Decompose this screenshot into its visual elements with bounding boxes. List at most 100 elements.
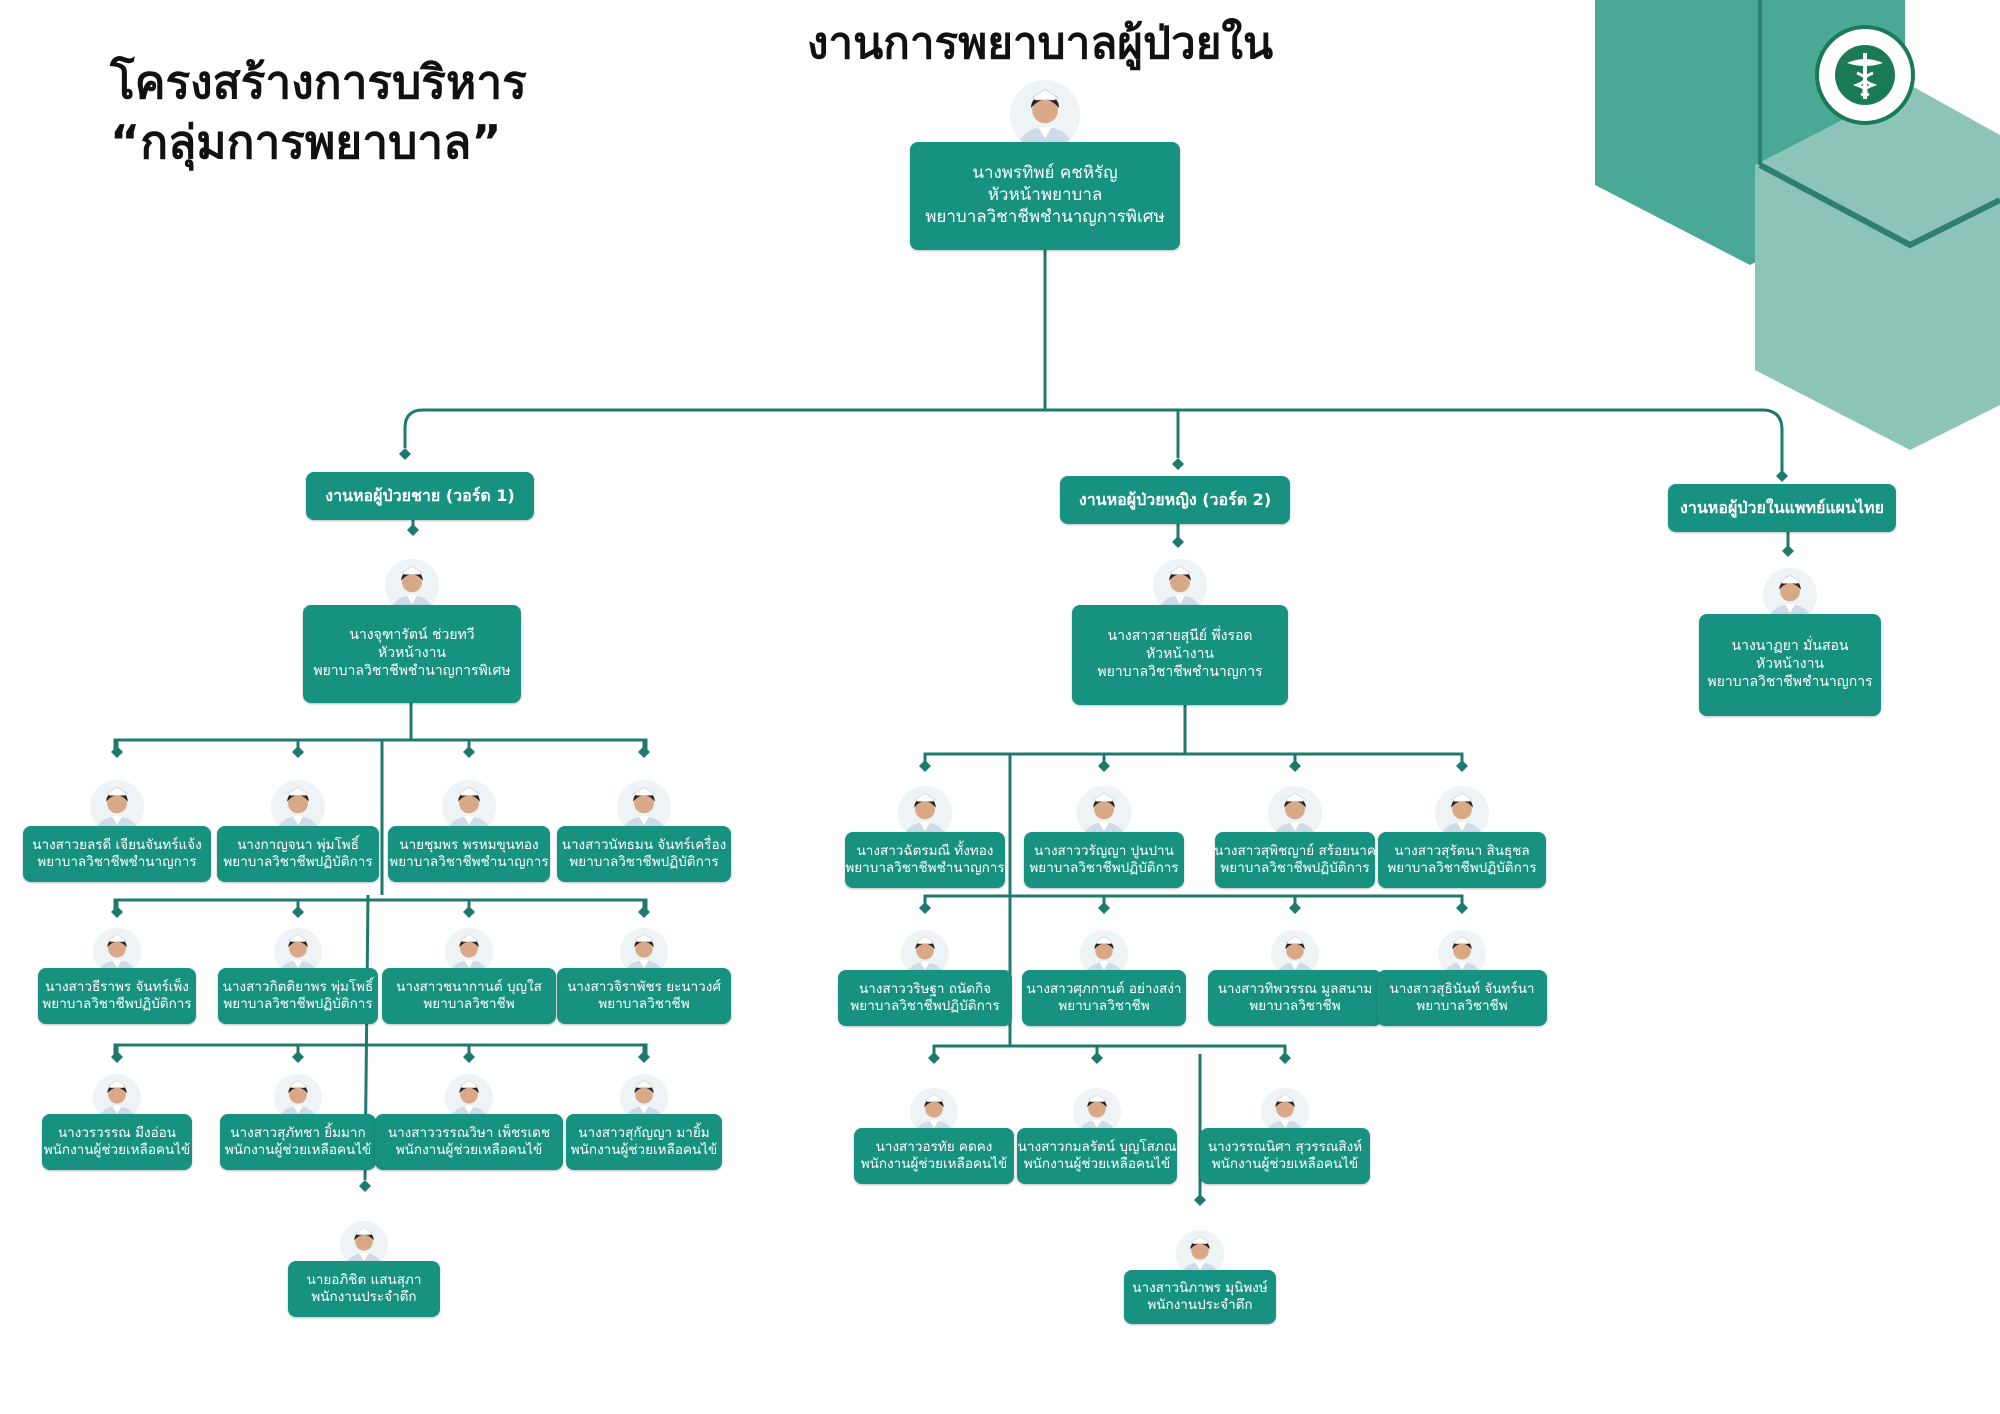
staff-position: พนักงานผู้ช่วยเหลือคนไข้: [1023, 1156, 1171, 1172]
name-box: นางสาววริษฐา ถนัดกิจพยาบาลวิชาชีพปฏิบัติ…: [838, 970, 1012, 1026]
connector-diamond: [1456, 902, 1468, 914]
staff-role: หัวหน้างาน: [1755, 656, 1825, 673]
connector-diamond: [1098, 760, 1110, 772]
side-title: โครงสร้างการบริหาร “กลุ่มการพยาบาล”: [110, 52, 527, 172]
connector-diamond: [919, 760, 931, 772]
connector-line: [113, 898, 648, 910]
page-title: งานการพยาบาลผู้ป่วยใน: [806, 18, 1274, 69]
ward-title: งานหอผู้ป่วยในแพทย์แผนไทย: [1668, 484, 1896, 532]
connector-diamond: [638, 906, 650, 918]
name-box: นางสาววรรณวิษา เพ็ชรเดชพนักงานผู้ช่วยเหล…: [375, 1114, 563, 1170]
person-icon: [617, 780, 671, 834]
connector-line: [923, 894, 1464, 906]
staff-position: พยาบาลวิชาชีพชำนาญการ: [389, 854, 549, 870]
connector-diamond: [1289, 760, 1301, 772]
name-box: นางจุฑารัตน์ ช่วยทวีหัวหน้างานพยาบาลวิชา…: [303, 605, 521, 703]
staff-name: นางสาวสุธินันท์ จันทร์นา: [1389, 980, 1535, 997]
staff-name: นางพรทิพย์ คชหิรัญ: [972, 163, 1118, 184]
staff-position: พยาบาลวิชาชีพชำนาญการพิเศษ: [313, 662, 511, 679]
name-box: นางสาวฉัตรมณี ทั้งทองพยาบาลวิชาชีพชำนาญก…: [845, 832, 1005, 888]
connector-diamond: [111, 1051, 123, 1063]
connector-line: [113, 1043, 648, 1055]
connector-diamond: [1782, 545, 1794, 557]
name-box: นางสาวนัทธมน จันทร์เครื่องพยาบาลวิชาชีพป…: [557, 826, 731, 882]
staff-position: พยาบาลวิชาชีพปฏิบัติการ: [223, 854, 373, 870]
staff-name: นางสาววรรณวิษา เพ็ชรเดช: [387, 1124, 551, 1141]
hospital-logo: [1815, 25, 1915, 125]
connector-diamond: [638, 746, 650, 758]
connector-line: [403, 408, 1784, 472]
connector-diamond: [292, 1051, 304, 1063]
side-title-line2: “กลุ่มการพยาบาล”: [110, 115, 502, 169]
person-icon: [1010, 80, 1080, 150]
side-title-line1: โครงสร้างการบริหาร: [110, 55, 527, 109]
name-box: นายชุมพร พรหมขุนทองพยาบาลวิชาชีพชำนาญการ: [388, 826, 550, 882]
staff-name: นางสาวอรทัย คดคง: [875, 1138, 993, 1155]
name-box: นางนาฏยา มั่นสอนหัวหน้างานพยาบาลวิชาชีพช…: [1699, 614, 1881, 716]
staff-position: พยาบาลวิชาชีพปฏิบัติการ: [569, 854, 719, 870]
name-box: นางสาววรัญญา ปูนปานพยาบาลวิชาชีพปฏิบัติก…: [1024, 832, 1184, 888]
name-box: นางวรวรรณ มีงอ่อนพนักงานผู้ช่วยเหลือคนไข…: [42, 1114, 192, 1170]
avatar: [617, 780, 671, 834]
connector-line: [932, 1044, 1287, 1056]
connector-diamond: [1091, 1052, 1103, 1064]
connector-diamond: [359, 1180, 371, 1192]
connector-diamond: [111, 906, 123, 918]
staff-name: นางสาวสุกัญญา มายิ้ม: [578, 1124, 710, 1141]
staff-name: นางสาวสุรัตนา สินธุชล: [1394, 842, 1530, 859]
staff-role: หัวหน้างาน: [1145, 646, 1215, 663]
connector-diamond: [1776, 470, 1788, 482]
connector-diamond: [1172, 536, 1184, 548]
staff-name: นางสาวกมลรัตน์ บุญโสภณ: [1017, 1138, 1177, 1155]
staff-name: นางสาววรัญญา ปูนปาน: [1034, 842, 1174, 859]
staff-position: พยาบาลวิชาชีพ: [1416, 998, 1508, 1014]
connector-diamond: [1279, 1052, 1291, 1064]
name-box: นางสาวสายสุนีย์ พึ่งรอดหัวหน้างานพยาบาลว…: [1072, 605, 1288, 705]
avatar: [1077, 786, 1131, 840]
staff-name: นางสาวชนากานต์ บุญใส: [396, 978, 542, 995]
staff-position: พนักงานผู้ช่วยเหลือคนไข้: [224, 1142, 372, 1158]
staff-name: นางสาวกิตติยาพร พุ่มโพธิ์: [222, 978, 374, 995]
staff-position: พยาบาลวิชาชีพชำนาญการ: [37, 854, 197, 870]
staff-name: นางสาวฉัตรมณี ทั้งทอง: [856, 842, 994, 859]
staff-position: พยาบาลวิชาชีพชำนาญการ: [1707, 673, 1873, 690]
staff-position: พยาบาลวิชาชีพปฏิบัติการ: [1029, 860, 1179, 876]
name-box: นางสาวยลรดี เจียนจันทร์แจ้งพยาบาลวิชาชีพ…: [23, 826, 211, 882]
staff-role: หัวหน้างาน: [377, 645, 447, 662]
ward-title: งานหอผู้ป่วยหญิง (วอร์ด 2): [1060, 476, 1290, 524]
person-icon: [1077, 786, 1131, 840]
name-box: นางสาวศุภกานต์ อย่างสง่าพยาบาลวิชาชีพ: [1022, 970, 1186, 1026]
name-box: นางสาวทิพวรรณ มูลสนามพยาบาลวิชาชีพ: [1208, 970, 1382, 1026]
name-box: นางสาวสุพิชญาย์ สร้อยนาคพยาบาลวิชาชีพปฏิ…: [1214, 832, 1376, 888]
connector-diamond: [463, 746, 475, 758]
connector-diamond: [638, 1051, 650, 1063]
connector-diamond: [292, 906, 304, 918]
connector-diamond: [292, 746, 304, 758]
staff-name: นางสาววริษฐา ถนัดกิจ: [858, 980, 992, 997]
staff-position: พนักงานผู้ช่วยเหลือคนไข้: [1211, 1156, 1359, 1172]
staff-position: พยาบาลวิชาชีพชำนาญการ: [1097, 663, 1263, 680]
connector-line: [923, 752, 1464, 764]
staff-name: นางวรรณนิศา สุวรรณสิงห์: [1207, 1138, 1363, 1155]
staff-position: พยาบาลวิชาชีพ: [1058, 998, 1150, 1014]
connector-diamond: [407, 524, 419, 536]
name-box: นางสาวกิตติยาพร พุ่มโพธิ์พยาบาลวิชาชีพปฏ…: [218, 968, 378, 1024]
staff-name: นางสาวศุภกานต์ อย่างสง่า: [1026, 980, 1182, 997]
name-box: นางสาวอรทัย คดคงพนักงานผู้ช่วยเหลือคนไข้: [854, 1128, 1014, 1184]
name-box: นางวรรณนิศา สุวรรณสิงห์พนักงานผู้ช่วยเหล…: [1200, 1128, 1370, 1184]
staff-name: นางนาฏยา มั่นสอน: [1731, 638, 1849, 655]
staff-position: พนักงานผู้ช่วยเหลือคนไข้: [860, 1156, 1008, 1172]
name-box: นางสาวชนากานต์ บุญใสพยาบาลวิชาชีพ: [382, 968, 556, 1024]
name-box: นางสาวกมลรัตน์ บุญโสภณพนักงานผู้ช่วยเหลื…: [1017, 1128, 1177, 1184]
staff-name: นางสาวสุภัทชา ยิ้มมาก: [230, 1124, 366, 1141]
connector-diamond: [399, 448, 411, 460]
staff-name: นางสาวยลรดี เจียนจันทร์แจ้ง: [32, 836, 202, 853]
staff-role: หัวหน้าพยาบาล: [987, 185, 1103, 206]
staff-position: พนักงานประจำตึก: [311, 1289, 417, 1305]
staff-position: พยาบาลวิชาชีพปฏิบัติการ: [223, 996, 373, 1012]
staff-position: พยาบาลวิชาชีพ: [423, 996, 515, 1012]
staff-name: นางกาญจนา พุ่มโพธิ์: [237, 836, 359, 853]
staff-position: พยาบาลวิชาชีพชำนาญการพิเศษ: [925, 206, 1165, 227]
name-box: นางกาญจนา พุ่มโพธิ์พยาบาลวิชาชีพปฏิบัติก…: [217, 826, 379, 882]
